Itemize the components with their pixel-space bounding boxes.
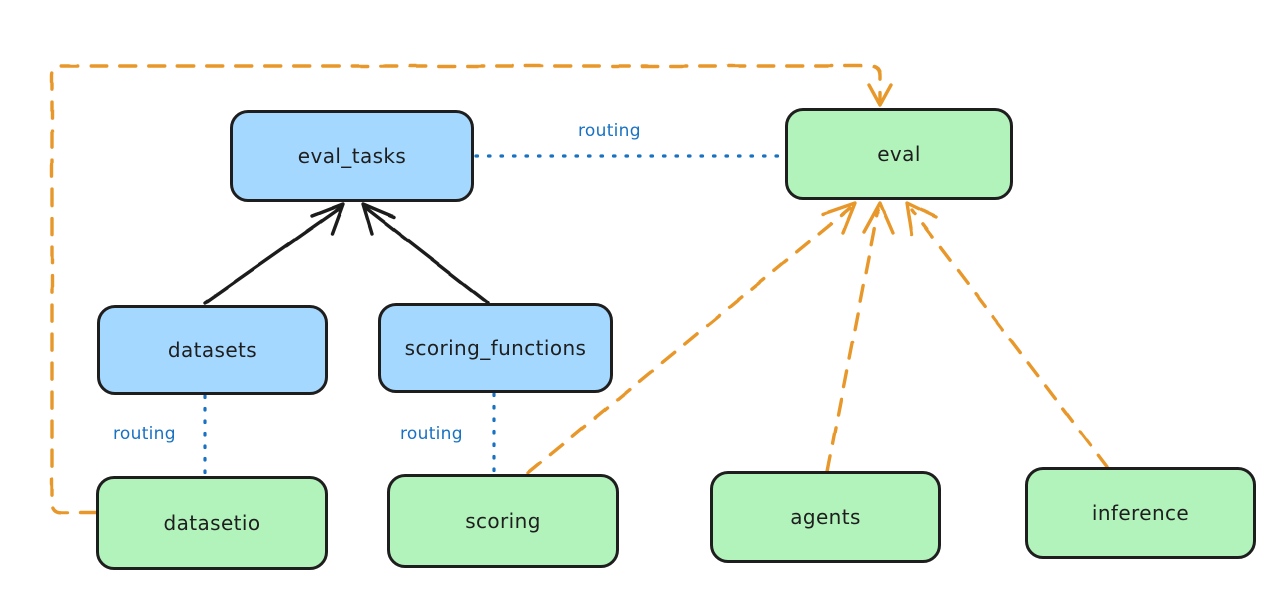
edge-scoring-to-eval xyxy=(526,201,857,475)
node-agents[interactable]: agents xyxy=(710,471,941,563)
node-datasets[interactable]: datasets xyxy=(97,305,328,395)
node-label-eval: eval xyxy=(877,142,921,166)
edge-label-routing-eval: routing xyxy=(578,121,641,141)
edge-scoring-functions-to-eval-tasks xyxy=(361,202,490,305)
node-scoring-functions[interactable]: scoring_functions xyxy=(378,303,613,393)
node-datasetio[interactable]: datasetio xyxy=(96,476,328,570)
node-scoring[interactable]: scoring xyxy=(387,474,619,568)
node-eval-tasks[interactable]: eval_tasks xyxy=(230,110,474,202)
edge-label-routing-datasets: routing xyxy=(113,424,176,444)
edge-datasetio-to-eval xyxy=(50,64,893,515)
edge-inference-to-eval xyxy=(905,201,1110,470)
edge-datasets-to-eval-tasks xyxy=(203,202,345,305)
node-inference[interactable]: inference xyxy=(1025,467,1256,559)
node-label-agents: agents xyxy=(790,505,861,529)
node-eval[interactable]: eval xyxy=(785,108,1013,200)
node-label-eval-tasks: eval_tasks xyxy=(297,144,407,168)
edge-agents-to-eval xyxy=(825,201,895,474)
node-label-inference: inference xyxy=(1091,501,1190,525)
node-label-scoring: scoring xyxy=(465,509,541,533)
node-label-datasets: datasets xyxy=(167,338,258,362)
node-label-datasetio: datasetio xyxy=(163,511,261,535)
node-label-scoring-functions: scoring_functions xyxy=(404,336,587,360)
edge-label-routing-scoring: routing xyxy=(400,424,463,444)
